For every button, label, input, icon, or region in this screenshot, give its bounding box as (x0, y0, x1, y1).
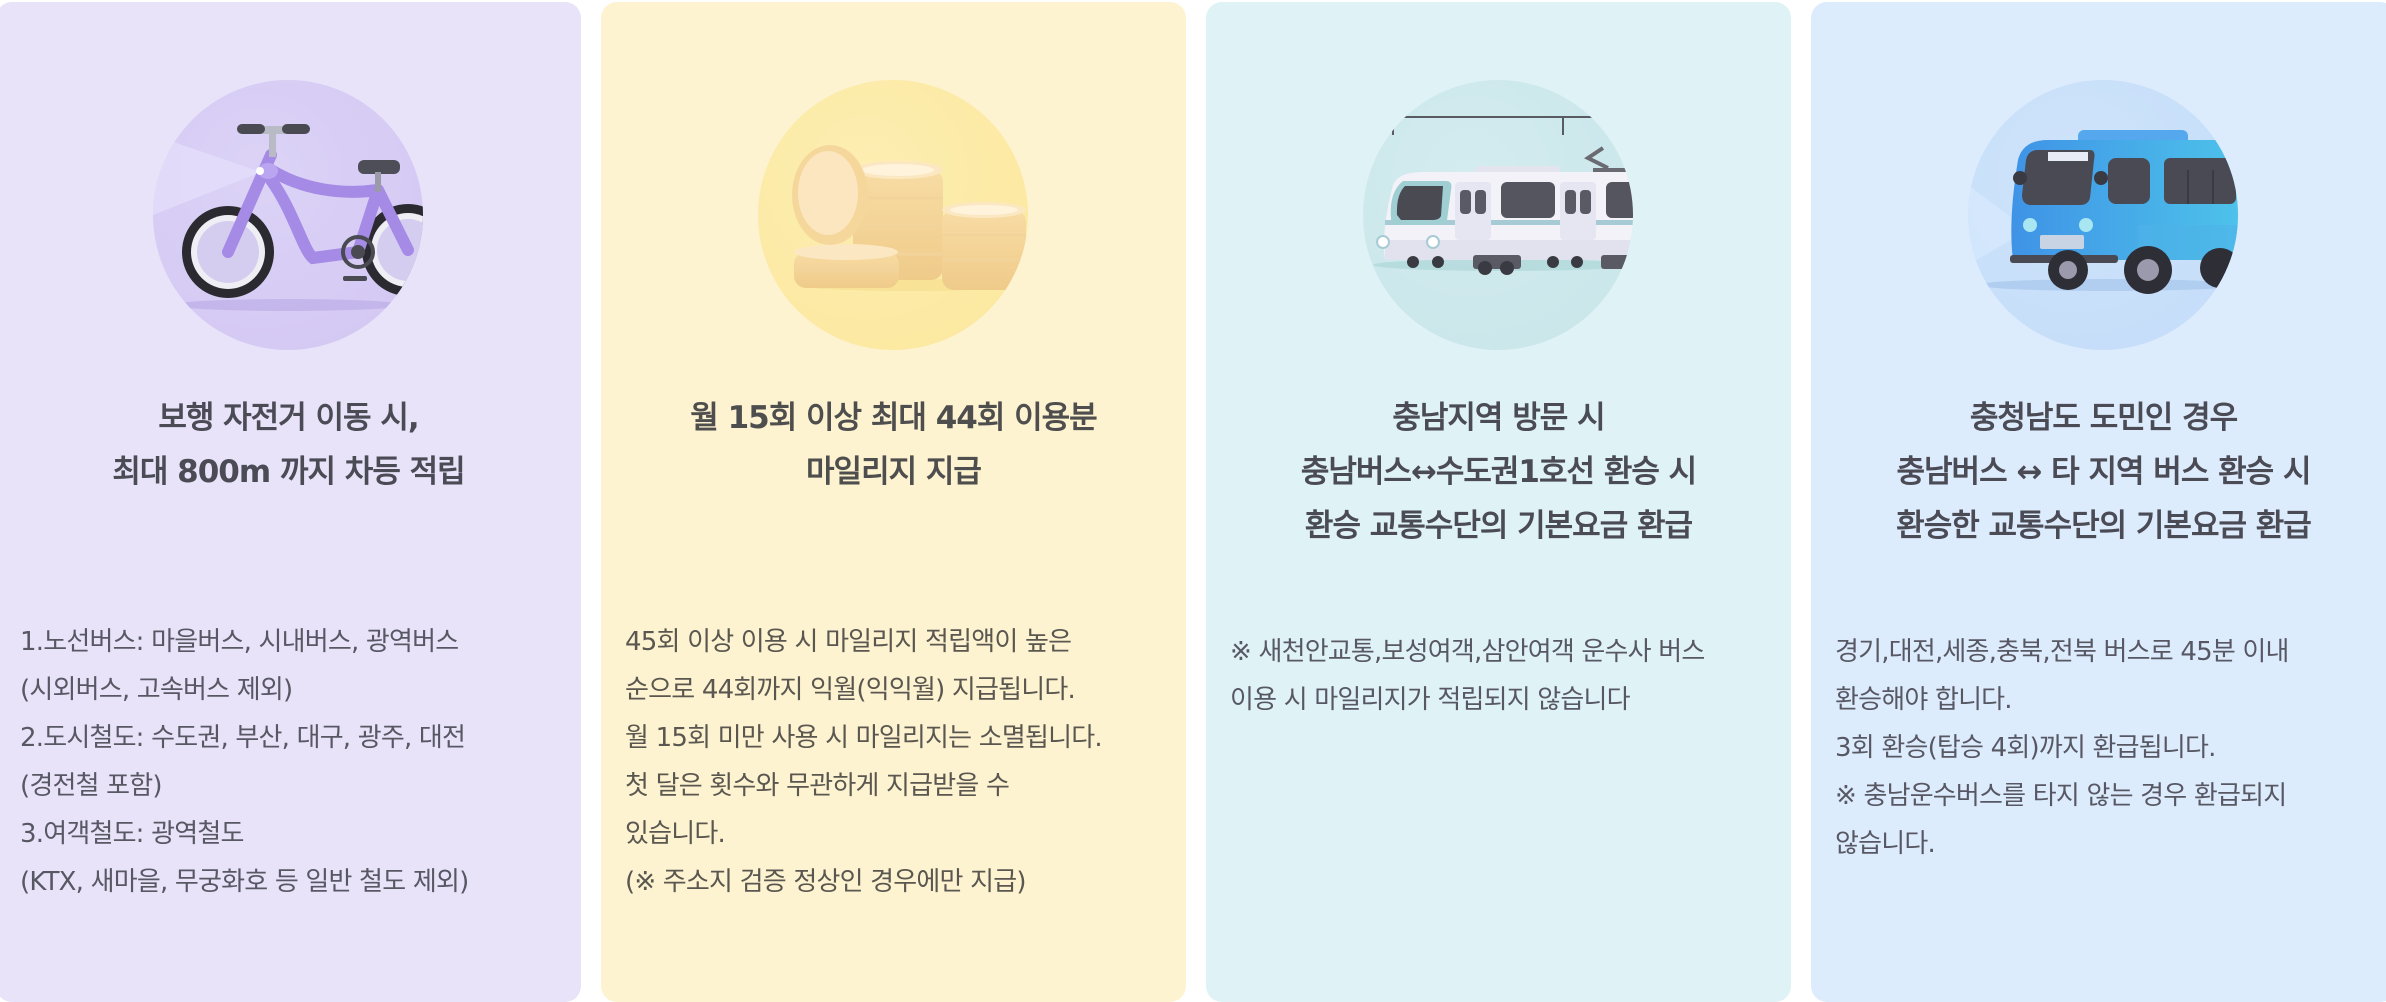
title-line: 환승 교통수단의 기본요금 환급 (1304, 508, 1693, 544)
card-description: 45회 이상 이용 시 마일리지 적립액이 높은 순으로 44회까지 익월(익익… (625, 618, 1166, 906)
title-line: 충남지역 방문 시 (1392, 400, 1605, 436)
train-illustration (1363, 80, 1633, 350)
title-line: 마일리지 지급 (806, 454, 982, 490)
description-line: 3회 환승(탑승 4회)까지 환급됩니다. (1835, 733, 2216, 763)
description-line: (시외버스, 고속버스 제외) (20, 675, 293, 705)
benefit-card-chungnam-resident: 충청남도 도민인 경우 충남버스 ↔ 타 지역 버스 환승 시 환승한 교통수단… (1811, 2, 2386, 1002)
card-description: 경기,대전,세종,충북,전북 버스로 45분 이내 환승해야 합니다. 3회 환… (1835, 628, 2376, 868)
description-line: ※ 충남운수버스를 타지 않는 경우 환급되지 (1835, 781, 2287, 811)
title-line: 충남버스↔수도권1호선 환승 시 (1300, 454, 1697, 490)
benefit-card-chungnam-visit: 충남지역 방문 시 충남버스↔수도권1호선 환승 시 환승 교통수단의 기본요금… (1206, 2, 1791, 1002)
coins-icon (792, 145, 1026, 291)
title-line: 충남버스 ↔ 타 지역 버스 환승 시 (1896, 454, 2312, 490)
bicycle-illustration (153, 80, 423, 350)
description-line: (※ 주소지 검증 정상인 경우에만 지급) (625, 867, 1026, 897)
card-description: ※ 새천안교통,보성여객,삼안여객 운수사 버스 이용 시 마일리지가 적립되지… (1230, 628, 1771, 724)
description-line: 1.노선버스: 마을버스, 시내버스, 광역버스 (20, 627, 459, 657)
description-line: 경기,대전,세종,충북,전북 버스로 45분 이내 (1835, 637, 2289, 667)
description-line: 있습니다. (625, 819, 726, 849)
description-line: 않습니다. (1835, 829, 1936, 859)
description-line: 2.도시철도: 수도권, 부산, 대구, 광주, 대전 (20, 723, 466, 753)
bicycle-icon (153, 124, 423, 311)
title-line: 월 15회 이상 최대 44회 이용분 (690, 400, 1097, 436)
card-title: 충남지역 방문 시 충남버스↔수도권1호선 환승 시 환승 교통수단의 기본요금… (1206, 391, 1791, 553)
train-icon (1373, 116, 1633, 275)
title-line: 최대 800m 까지 차등 적립 (112, 454, 465, 490)
card-title: 월 15회 이상 최대 44회 이용분 마일리지 지급 (601, 391, 1186, 499)
description-line: (경전철 포함) (20, 771, 163, 801)
description-line: 이용 시 마일리지가 적립되지 않습니다 (1230, 685, 1631, 715)
description-line: 순으로 44회까지 익월(익익월) 지급됩니다. (625, 675, 1076, 705)
description-line: 환승해야 합니다. (1835, 685, 2013, 715)
benefit-card-mileage: 월 15회 이상 최대 44회 이용분 마일리지 지급 45회 이상 이용 시 … (601, 2, 1186, 1002)
card-title: 충청남도 도민인 경우 충남버스 ↔ 타 지역 버스 환승 시 환승한 교통수단… (1811, 391, 2386, 553)
title-line: 충청남도 도민인 경우 (1969, 400, 2238, 436)
description-line: (KTX, 새마을, 무궁화호 등 일반 철도 제외) (20, 867, 469, 897)
title-line: 보행 자전거 이동 시, (158, 400, 419, 436)
bus-illustration (1968, 80, 2238, 350)
title-line: 환승한 교통수단의 기본요금 환급 (1896, 508, 2312, 544)
description-line: 월 15회 미만 사용 시 마일리지는 소멸됩니다. (625, 723, 1103, 753)
card-title: 보행 자전거 이동 시, 최대 800m 까지 차등 적립 (0, 391, 581, 499)
description-line: 3.여객철도: 광역철도 (20, 819, 244, 849)
description-line: 첫 달은 횟수와 무관하게 지급받을 수 (625, 771, 1010, 801)
card-description: 1.노선버스: 마을버스, 시내버스, 광역버스 (시외버스, 고속버스 제외)… (20, 618, 561, 906)
description-line: 45회 이상 이용 시 마일리지 적립액이 높은 (625, 627, 1072, 657)
bus-icon (1968, 130, 2238, 294)
description-line: ※ 새천안교통,보성여객,삼안여객 운수사 버스 (1230, 637, 1705, 667)
benefit-card-bicycle: 보행 자전거 이동 시, 최대 800m 까지 차등 적립 1.노선버스: 마을… (0, 2, 581, 1002)
coins-illustration (758, 80, 1028, 350)
